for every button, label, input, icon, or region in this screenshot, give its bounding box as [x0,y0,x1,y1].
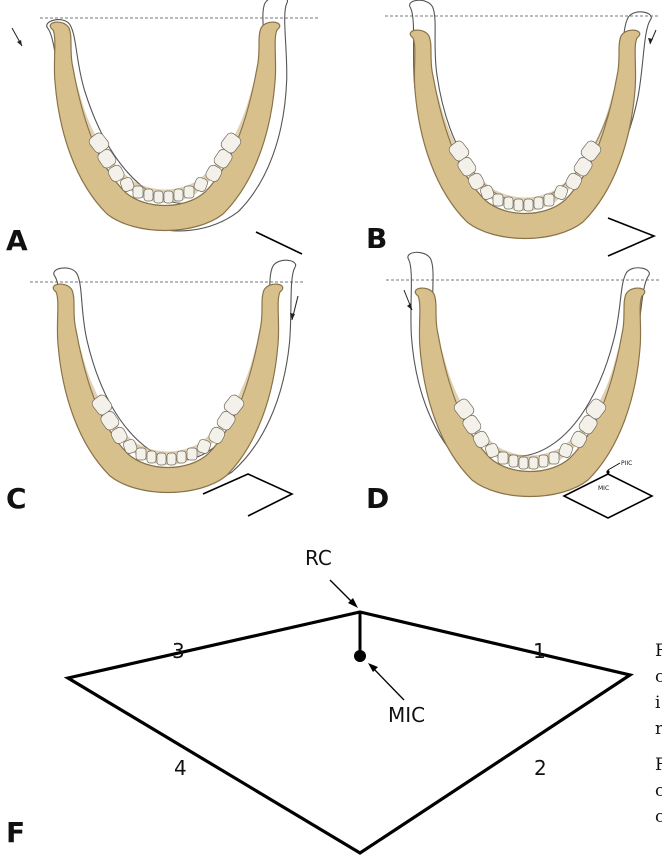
region-3-label: 3 [172,639,185,663]
region-4-label: 4 [174,756,187,780]
panel-d-piic-label: PIIC [621,460,632,467]
panel-b: B [366,0,660,256]
cut-caption: F c i r F c c [655,641,662,827]
panel-b-movement-glyph [608,218,654,256]
cut-caption-line-4: r [655,719,662,739]
rc-label: RC [305,546,332,570]
panel-d-mic-label: MIC [598,485,609,492]
cut-caption-line-3: i [655,693,661,713]
panel-b-letter: B [366,222,387,255]
panel-a-letter: A [6,224,28,257]
panel-d-letter: D [366,482,389,515]
panel-b-mandible [410,30,640,238]
region-1-label: 1 [533,639,546,663]
panel-b-arrow-icon [648,30,656,44]
panel-f-letter: F [6,816,25,849]
cut-caption-line-7: c [655,807,662,827]
cut-caption-line-1: F [655,641,662,661]
cut-caption-line-6: c [655,781,662,801]
panel-c-mandible [53,284,283,492]
cut-caption-line-2: c [655,667,662,687]
region-2-label: 2 [534,756,547,780]
panel-f: RC MIC 1 2 3 4 F [6,546,630,853]
panel-a-arrow-icon [12,28,22,46]
mic-point [354,650,366,662]
panel-a-movement-glyph [256,232,302,254]
panel-a-mandible [50,22,280,230]
panel-d: D PIIC MIC [366,252,660,518]
mic-arrow-icon [368,663,404,700]
rc-arrow-icon [330,580,358,608]
panel-a: A [6,0,318,257]
panel-d-mandible [415,288,645,496]
cut-caption-line-5: F [655,755,662,775]
panel-c: C [6,260,305,516]
mic-label: MIC [388,703,425,727]
panel-c-letter: C [6,482,27,515]
